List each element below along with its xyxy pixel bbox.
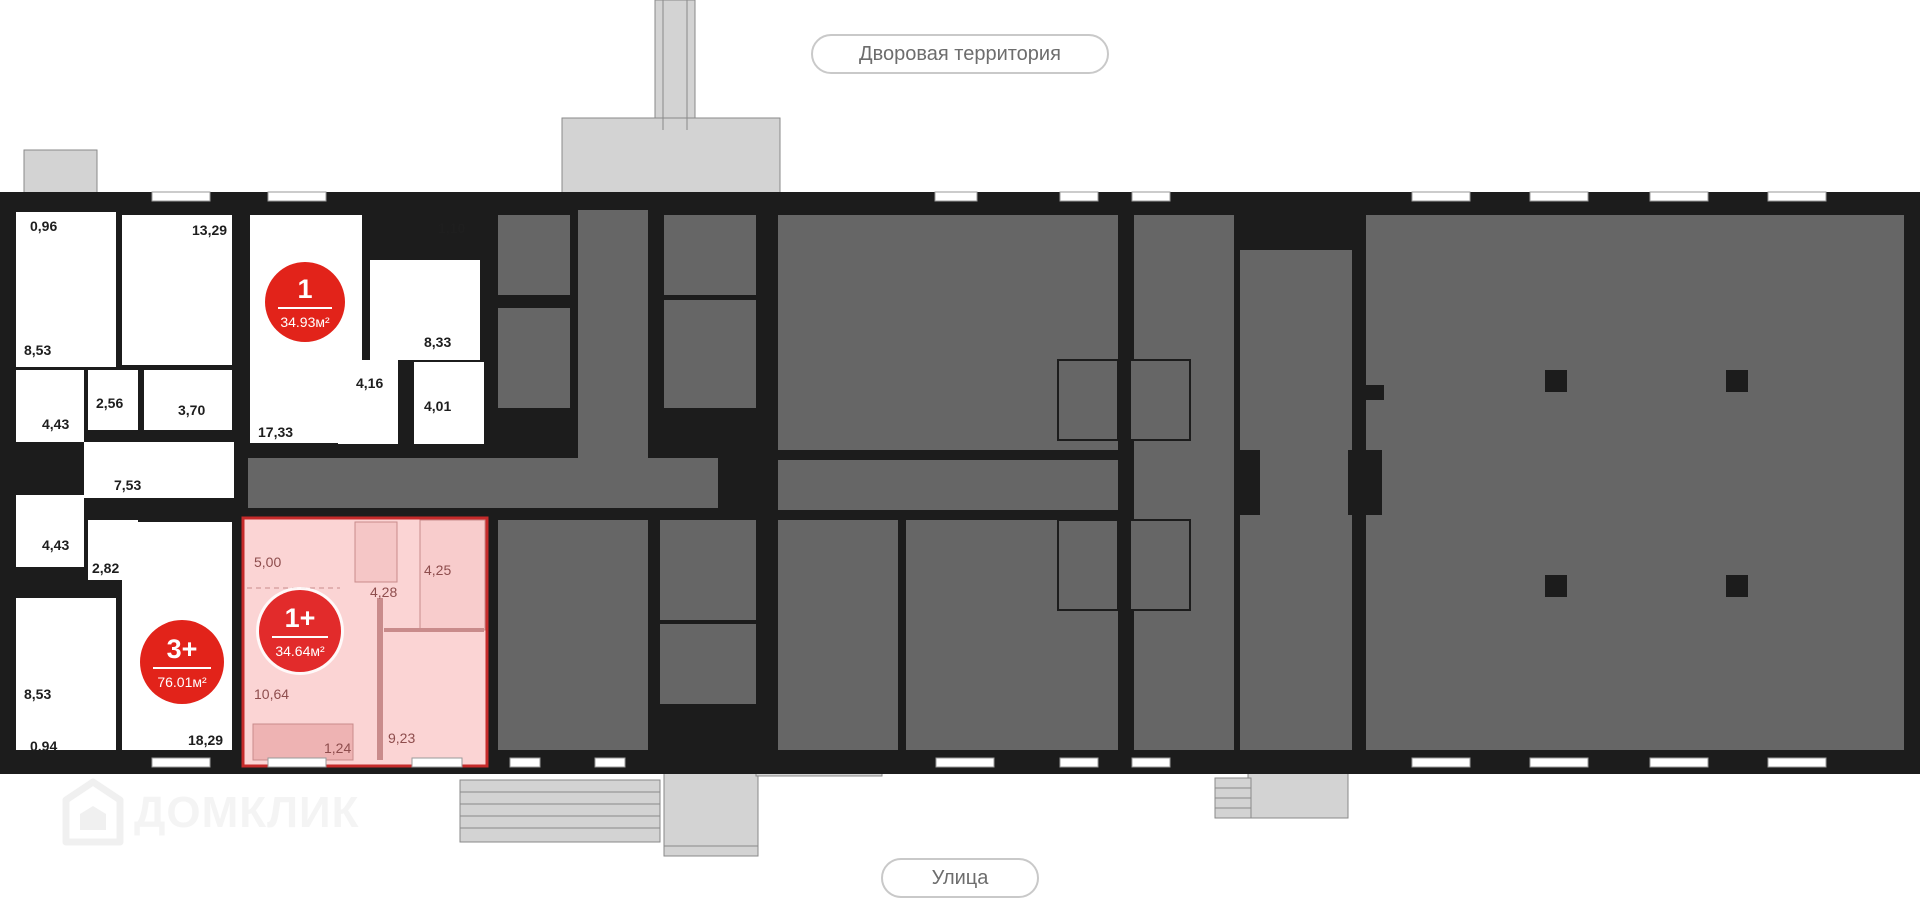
rear-porch: [561, 117, 781, 195]
apartment-area: 76.01м²: [157, 673, 207, 690]
apartment-area: 34.64м²: [275, 642, 325, 659]
room-area-label: 8,33: [424, 334, 452, 350]
room-area-label: 3,70: [178, 402, 206, 418]
room-area-label: 13,29: [192, 222, 228, 238]
room-area-label: 4,43: [42, 416, 70, 432]
kitchen-8-33: [370, 260, 480, 360]
commercial-1-bottom-left: [778, 520, 898, 750]
room-area-label: 18,29: [188, 732, 224, 748]
commercial-hall: [1384, 215, 1904, 750]
bath-4-01: [414, 362, 484, 444]
common-areas: [248, 210, 1904, 750]
bath-4-43-bottom: [16, 495, 84, 567]
room-area-label: 0,94: [30, 738, 58, 754]
apartment-rooms: 3+: [166, 633, 198, 664]
courtyard-label: Дворовая территория: [811, 34, 1109, 74]
wc-block-1: [660, 520, 756, 620]
room-area-label: 0,96: [30, 218, 58, 234]
room-13-29: [122, 215, 232, 365]
house-logo-icon: [62, 778, 124, 846]
room-area-label: 8,53: [24, 342, 52, 358]
commercial-2-west: [1134, 215, 1234, 750]
technical-room: [498, 520, 648, 750]
watermark-text: ДОМКЛИК: [134, 788, 360, 837]
stairwell-top: [664, 215, 756, 295]
apartment-badge[interactable]: 1 34.93м²: [265, 262, 345, 342]
lobby-west: [578, 210, 648, 460]
windows: [151, 191, 1827, 768]
main-corridor: [248, 458, 718, 508]
room-area-label: 2,82: [92, 560, 120, 576]
apartment-badge-highlighted[interactable]: 1+ 34.64м²: [259, 590, 341, 672]
room-8-53-bottom: [16, 598, 116, 750]
room-area-label: 5,00: [254, 554, 282, 570]
street-ramp: [459, 779, 661, 843]
badge-divider: [277, 306, 333, 309]
corridor-east: [778, 460, 1118, 510]
room-area-label: 2,56: [96, 395, 124, 411]
street-label: Улица: [881, 858, 1039, 898]
vestibule: [660, 624, 756, 704]
apartment-area: 34.93м²: [280, 313, 330, 330]
room-area-label: 9,23: [388, 730, 416, 746]
bath-4-43-top: [16, 370, 84, 442]
room-area-label: 8,53: [24, 686, 52, 702]
room-area-label: 4,43: [42, 537, 70, 553]
hall-4-16: [338, 360, 398, 444]
room-8-53-top: [16, 212, 116, 367]
hall-2-56: [88, 370, 138, 430]
room-3-70: [144, 370, 232, 430]
room-area-label: 4,28: [370, 584, 398, 600]
residential-rooms: [16, 212, 484, 750]
elevator-room: [498, 308, 570, 408]
apartment-rooms: 1+: [284, 602, 316, 633]
room-area-label: 1,24: [324, 740, 352, 756]
badge-divider: [272, 635, 328, 638]
ventilation-shaft: [654, 0, 696, 131]
room-area-label: 4,16: [356, 375, 384, 391]
stair-room: [498, 215, 570, 295]
balcony-0-96: [23, 149, 98, 197]
room-area-label: 1,10: [438, 220, 466, 236]
room-area-label: 4,01: [424, 398, 452, 414]
watermark: ДОМКЛИК: [62, 778, 359, 848]
stairwell-bottom: [664, 300, 756, 408]
badge-divider: [153, 666, 211, 669]
apartment-badge[interactable]: 3+ 76.01м²: [140, 620, 224, 704]
room-area-label: 10,64: [254, 686, 290, 702]
hall-7-53: [84, 442, 234, 498]
apartment-rooms: 1: [297, 273, 313, 304]
room-area-label: 4,25: [424, 562, 452, 578]
room-area-label: 7,53: [114, 477, 142, 493]
room-area-label: 17,33: [258, 424, 294, 440]
